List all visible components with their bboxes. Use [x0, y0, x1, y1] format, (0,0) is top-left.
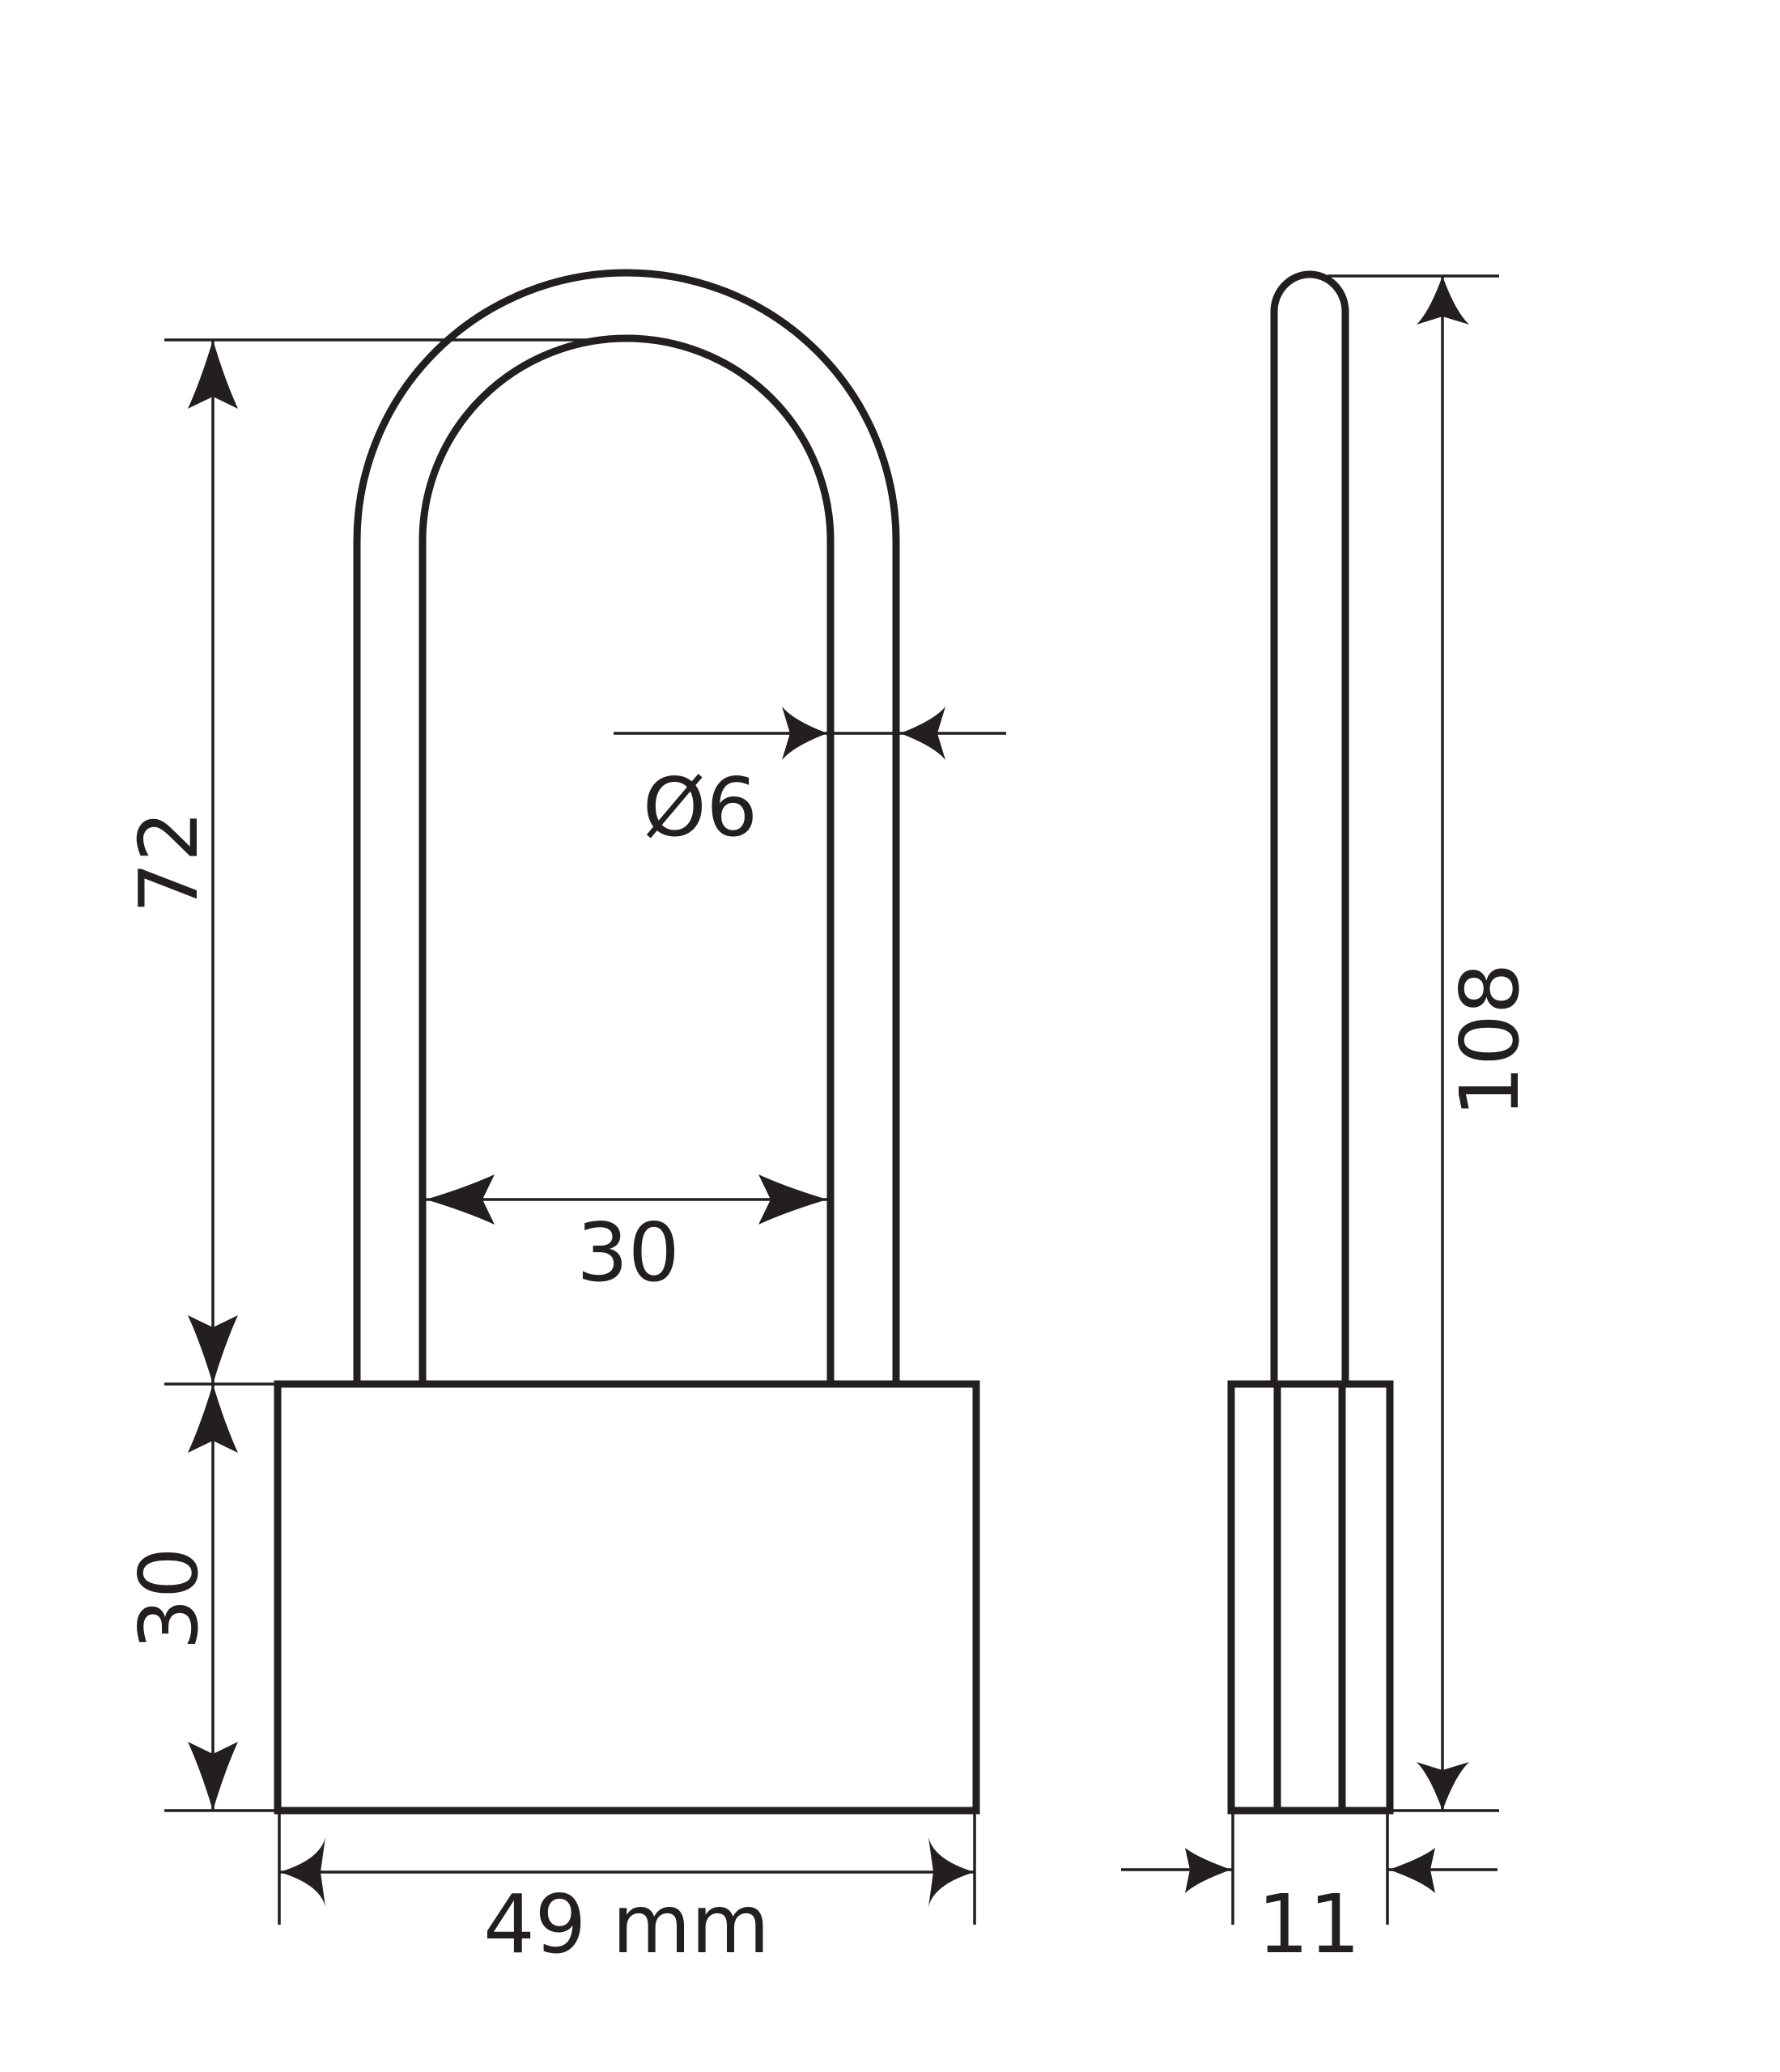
side-view: 108 11: [1121, 270, 1537, 1972]
total-height-label: 108: [1442, 963, 1537, 1118]
lock-body-side: [1227, 1380, 1394, 1815]
shackle-inner: [418, 334, 835, 1384]
lock-body-front: [274, 1380, 980, 1815]
dimension-108: [1328, 274, 1499, 1812]
front-view: 72 30 30 Ø6: [121, 269, 1006, 1972]
shackle-height-label: 72: [121, 810, 216, 913]
body-height-label: 30: [121, 1547, 216, 1650]
dimension-30-body: [164, 1382, 278, 1812]
dimension-11: [1121, 1811, 1497, 1925]
shackle-diameter-label: Ø6: [643, 760, 758, 855]
dimension-72: [164, 338, 603, 1384]
dimension-49: [278, 1811, 976, 1925]
body-depth-label: 11: [1257, 1877, 1360, 1972]
inner-width-label: 30: [576, 1205, 679, 1300]
dimension-30-inner: [426, 1174, 827, 1225]
shackle-side: [1270, 270, 1349, 1384]
body-width-label: 49 mm: [483, 1877, 770, 1972]
dimension-diameter: [614, 707, 1006, 760]
shackle-outer: [353, 269, 900, 1384]
